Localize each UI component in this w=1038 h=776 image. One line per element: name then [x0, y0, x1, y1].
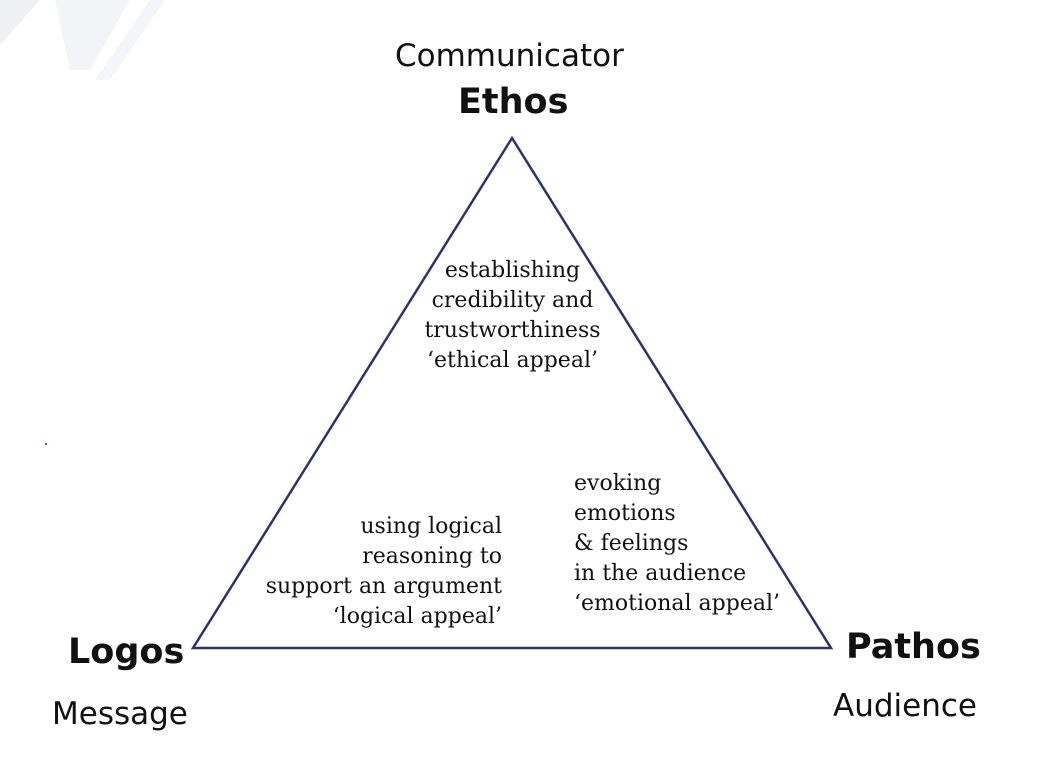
- pathos-description-line: & feelings: [574, 531, 689, 556]
- ethos-description-line: trustworthiness: [424, 318, 601, 343]
- stray-mark: [45, 443, 47, 445]
- pathos-description-line: emotions: [574, 501, 676, 526]
- watermark-logo: [0, 0, 165, 80]
- logos-role-label: Message: [52, 696, 188, 732]
- logos-description-line: using logical: [360, 514, 502, 539]
- logos-description-line: ‘logical appeal’: [332, 604, 502, 629]
- ethos-role-label: Communicator: [395, 38, 624, 74]
- ethos-description-line: credibility and: [431, 288, 594, 313]
- pathos-description-line: ‘emotional appeal’: [574, 591, 781, 616]
- pathos-description-line: evoking: [574, 471, 662, 496]
- pathos-description-line: in the audience: [574, 561, 747, 586]
- pathos-description: evoking emotions & feelings in the audie…: [574, 469, 834, 619]
- triangle-outline: [190, 135, 834, 650]
- pathos-role-label: Audience: [833, 688, 977, 724]
- logos-description-line: reasoning to: [362, 544, 502, 569]
- logos-title: Logos: [68, 632, 185, 672]
- ethos-description: establishing credibility and trustworthi…: [410, 256, 615, 376]
- ethos-title: Ethos: [458, 82, 569, 122]
- ethos-description-line: establishing: [444, 258, 581, 283]
- ethos-description-line: ‘ethical appeal’: [427, 348, 598, 373]
- logos-description-line: support an argument: [265, 574, 502, 599]
- pathos-title: Pathos: [846, 627, 981, 667]
- logos-description: using logical reasoning to support an ar…: [230, 512, 502, 632]
